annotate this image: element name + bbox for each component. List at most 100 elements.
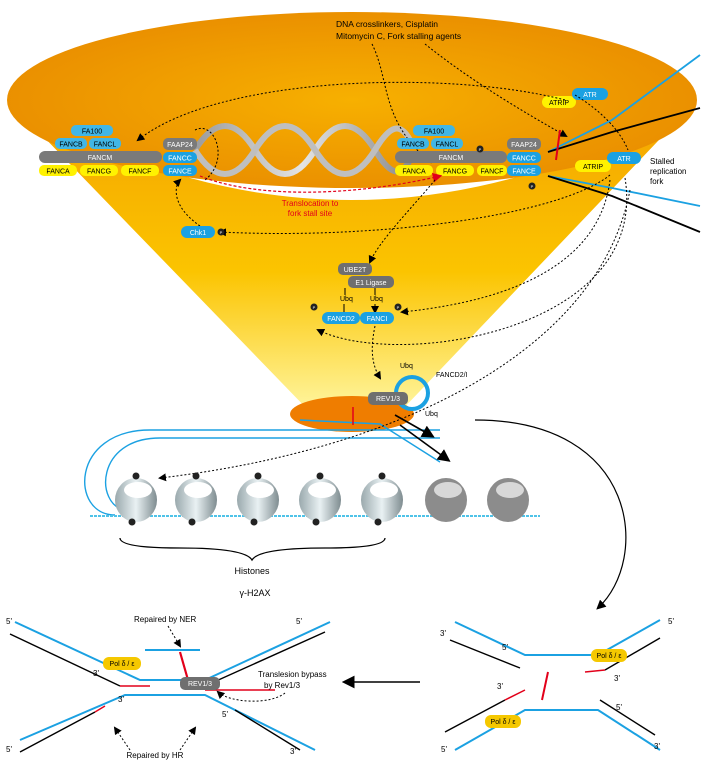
left-fa100: FA100 xyxy=(82,129,102,136)
atr-to-fanci xyxy=(400,179,611,316)
svg-text:5': 5' xyxy=(6,617,12,626)
arc-atr-to-left xyxy=(136,81,566,142)
repaired-ner-label: Repaired by NER xyxy=(134,615,196,624)
fancd2-label: FANCD2 xyxy=(327,316,355,323)
right-fancg: FANCG xyxy=(443,169,467,176)
repaired-hr-label: Repaired by HR xyxy=(127,751,184,760)
left-faap24: FAAP24 xyxy=(167,142,193,149)
right-fance: FANCE xyxy=(512,169,536,176)
svg-text:P: P xyxy=(479,147,482,152)
fanci-label: FANCI xyxy=(367,316,388,323)
svg-text:5': 5' xyxy=(296,617,302,626)
left-fance: FANCE xyxy=(168,169,192,176)
ubq-2: Ubq xyxy=(370,296,383,303)
e1-ligase-label: E1 Ligase xyxy=(355,280,386,287)
svg-text:3': 3' xyxy=(614,674,620,683)
left-fanca: FANCA xyxy=(46,169,70,176)
fance-to-ube2t xyxy=(368,179,436,264)
crosslink-top xyxy=(555,129,561,161)
fork-strand-top2 xyxy=(547,107,701,153)
dna-helix xyxy=(192,123,413,177)
svg-text:3': 3' xyxy=(93,669,99,678)
svg-text:ATRIP: ATRIP xyxy=(549,100,569,107)
histone-brace xyxy=(119,537,386,562)
right-fancf: FANCF xyxy=(481,169,504,176)
chk1-label: Chk1 xyxy=(190,230,206,237)
translocation-line-2: fork stall site xyxy=(288,209,333,218)
svg-text:ATR: ATR xyxy=(583,92,596,99)
svg-text:5': 5' xyxy=(668,617,674,626)
dna-to-cone xyxy=(299,419,441,463)
svg-text:Pol δ / ε: Pol δ / ε xyxy=(491,719,516,726)
translocation-arrow xyxy=(199,172,443,193)
svg-text:Pol δ / ε: Pol δ / ε xyxy=(597,653,622,660)
ubq-3: Ubq xyxy=(400,363,413,370)
fancd2i-label: FANCD2/I xyxy=(436,372,468,379)
svg-text:5': 5' xyxy=(222,710,228,719)
arc-atr-to-right xyxy=(574,94,629,151)
arrow-to-bottom-right xyxy=(474,419,627,610)
fancd2-to-rev xyxy=(371,325,382,380)
phospho-dots: P P xyxy=(476,145,536,190)
right-fancb: FANCB xyxy=(401,142,425,149)
fork-strand-bot xyxy=(547,175,701,207)
svg-text:3': 3' xyxy=(654,742,660,751)
svg-text:5': 5' xyxy=(6,745,12,754)
right-fancm: FANCM xyxy=(439,155,464,162)
h2ax-label: γ-H2AX xyxy=(239,588,270,598)
rev13-box xyxy=(368,392,408,405)
svg-text:3': 3' xyxy=(290,747,296,756)
left-fancl: FANCL xyxy=(94,142,117,149)
agents-line-1: DNA crosslinkers, Cisplatin xyxy=(336,19,438,29)
fork-strand-bot2 xyxy=(547,175,701,233)
arc-right-to-chk1 xyxy=(218,174,611,237)
translocation-line-1: Translocation to xyxy=(282,199,339,208)
right-fanca: FANCA xyxy=(402,169,426,176)
svg-text:3': 3' xyxy=(497,682,503,691)
bottom-right-fork: Pol δ / ε Pol δ / ε 3' 5' 5' 3' 3' 5' 5'… xyxy=(440,617,674,754)
right-fancl: FANCL xyxy=(436,142,459,149)
svg-text:5': 5' xyxy=(616,703,622,712)
svg-text:5': 5' xyxy=(502,643,508,652)
e1-ligase-box xyxy=(348,276,394,288)
atr-fork: ATRIP ATR xyxy=(575,152,641,172)
ube2t-label: UBE2T xyxy=(344,267,367,274)
fork-strand-top xyxy=(547,54,701,153)
ubq-4: Ubq xyxy=(425,411,438,418)
right-fancc: FANCC xyxy=(512,156,536,163)
left-fa-core-complex: FA100 FANCB FANCL FANCM FAAP24 FANCA FAN… xyxy=(39,125,197,176)
svg-text:P: P xyxy=(397,305,400,310)
svg-text:P: P xyxy=(531,184,534,189)
chk1-box xyxy=(181,226,215,238)
bl-pol-label: Pol δ / ε xyxy=(110,661,135,668)
stalled-fork-line-3: fork xyxy=(650,177,664,186)
left-fancc: FANCC xyxy=(168,156,192,163)
fancd2-box xyxy=(322,312,360,324)
stalled-fork-line-1: Stalled xyxy=(650,157,674,166)
svg-text:P: P xyxy=(313,305,316,310)
svg-text:3': 3' xyxy=(118,695,124,704)
right-fa100: FA100 xyxy=(424,129,444,136)
svg-text:ATRIP: ATRIP xyxy=(583,164,603,171)
right-faap24: FAAP24 xyxy=(511,142,537,149)
dna-loop-inner xyxy=(104,437,440,511)
nucleosomes xyxy=(115,472,529,526)
bl-rev13-label: REV1/3 xyxy=(188,681,212,688)
left-fancb: FANCB xyxy=(59,142,83,149)
svg-text:ATR: ATR xyxy=(617,156,630,163)
svg-text:P: P xyxy=(220,230,223,235)
atr-to-fancd2 xyxy=(316,177,628,345)
black-arrow-down2 xyxy=(399,424,451,462)
bottom-left-fork: Pol δ / ε REV1/3 5' 3' 5' 3' 5' 5' 3' Re… xyxy=(6,615,331,760)
svg-text:5': 5' xyxy=(441,745,447,754)
ube2t-box xyxy=(338,263,372,275)
histones-label: Histones xyxy=(234,566,270,576)
left-fancm: FANCM xyxy=(88,155,113,162)
fanci-box xyxy=(360,312,394,324)
left-fancf: FANCF xyxy=(129,169,152,176)
chk1-to-complex xyxy=(172,178,201,227)
agent-arrow-2 xyxy=(424,43,568,137)
tls-line-2: by Rev1/3 xyxy=(264,681,301,690)
tls-line-1: Translesion bypass xyxy=(258,670,327,679)
